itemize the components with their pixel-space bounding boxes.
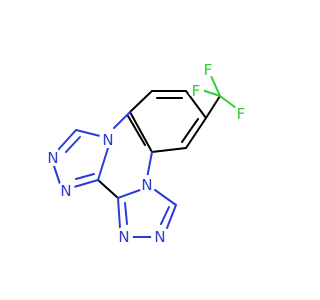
- bond-n-upper-n-lower: [53, 165, 61, 185]
- bond-cl-cr: [97, 179, 119, 199]
- bond-c6-c1: [129, 111, 153, 153]
- pyrazine-ring: [97, 111, 153, 199]
- bond-ch-n-right: [166, 204, 177, 229]
- atom-n-bottom-bridge: N: [138, 175, 156, 194]
- bond-n-lower-cl: [73, 179, 99, 188]
- atom-n-top-bridge: N: [99, 130, 117, 149]
- bond-c-f-left: [201, 89, 221, 97]
- bond-n-lower-cl-inner: [75, 173, 95, 180]
- left-triazole-ring: [53, 129, 101, 188]
- atom-label-n-left-lower: N: [60, 182, 71, 200]
- bond-c1-c2: [129, 90, 153, 113]
- atom-f-left: F: [188, 82, 204, 100]
- bond-ch-n-upper-inner: [65, 136, 81, 153]
- atom-label-f-left: F: [192, 82, 201, 100]
- bond-ring-cf3: [205, 95, 221, 119]
- bond-c6-n-bottom: [146, 151, 153, 179]
- bond-c5-c6: [151, 147, 187, 153]
- atom-labels: N N N N N N F F: [44, 61, 249, 246]
- atom-label-f-top: F: [204, 61, 213, 79]
- atom-label-n-left-upper: N: [47, 149, 58, 167]
- bond-c4-c5-inner: [181, 118, 199, 143]
- bond-cr-nbottom: [117, 189, 141, 199]
- trifluoromethyl-group: [201, 75, 237, 119]
- atom-f-right: F: [233, 105, 249, 123]
- chemical-structure-diagram: N N N N N N F F: [44, 61, 249, 246]
- benzene-ring: [127, 90, 207, 153]
- atom-label-n-top-bridge: N: [102, 131, 113, 149]
- atom-n-left-triazole-lower: N: [57, 181, 75, 200]
- atom-label-n-bottom-left: N: [118, 228, 129, 246]
- atom-label-n-bottom-bridge: N: [141, 176, 152, 194]
- atom-n-bottom-triazole-left: N: [115, 227, 133, 246]
- atom-n-bottom-triazole-right: N: [151, 227, 169, 246]
- atom-label-n-bottom-right: N: [154, 228, 165, 246]
- bond-c1-n-top: [113, 111, 131, 129]
- bond-c6-c1-inner: [127, 115, 146, 146]
- atom-f-top: F: [200, 61, 216, 79]
- bond-c4-c5: [185, 117, 207, 149]
- bond-ch-n-upper: [57, 129, 77, 151]
- bond-ntop-cl: [97, 147, 109, 181]
- bond-n-left-cr-inner: [124, 202, 128, 225]
- bond-ch-n-right-inner: [160, 206, 170, 225]
- bond-c3-c4: [185, 90, 207, 119]
- bond-ntop-ch: [75, 129, 101, 137]
- bottom-triazole-ring: [117, 189, 177, 238]
- bond-nbottom-ch: [154, 189, 177, 206]
- atom-label-f-right: F: [237, 105, 246, 123]
- bond-n-left-cr: [117, 197, 121, 229]
- bond-c-f-top: [210, 75, 221, 97]
- atom-n-left-triazole-upper: N: [44, 148, 62, 167]
- bond-c-f-right: [219, 95, 237, 109]
